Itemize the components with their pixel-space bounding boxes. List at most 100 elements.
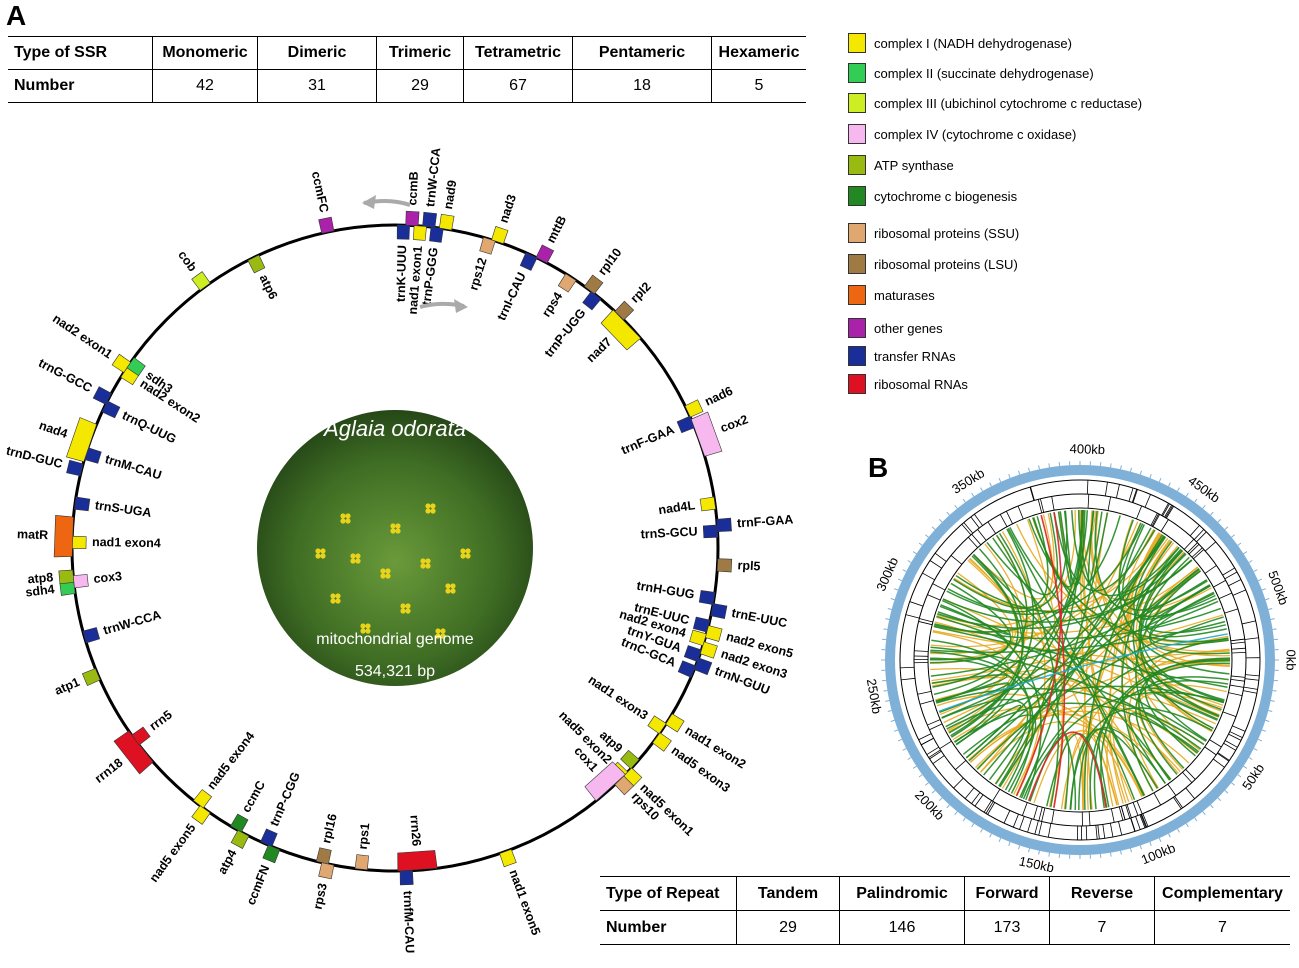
circos-feature-tick [1182, 772, 1193, 783]
circos-feature-tick [1086, 480, 1089, 495]
gene-block [399, 870, 414, 886]
circos-feature-tick [1118, 806, 1124, 821]
circos-feature-tick [1095, 825, 1098, 840]
gene-block [315, 847, 332, 865]
repeat-link [930, 657, 1034, 794]
circos-feature-tick [1228, 733, 1242, 741]
repeat-link [1009, 527, 1220, 718]
circos-tick [1270, 700, 1275, 702]
flower-dot [345, 513, 351, 519]
circos-feature-tick [1189, 525, 1200, 537]
repeat-link [955, 549, 1183, 613]
circos-tick [883, 628, 888, 630]
flower-dot [465, 548, 471, 554]
ssr-number-header: Number [14, 77, 75, 94]
gene-label: ccmB [405, 171, 421, 206]
circos-feature-tick [932, 583, 946, 591]
circos-feature-tick [1209, 739, 1222, 748]
circos-feature-tick [1191, 547, 1203, 558]
flower-dot [335, 593, 341, 599]
gene-block [499, 848, 517, 868]
circos-tick [1202, 505, 1206, 509]
circos-feature-tick [1244, 678, 1259, 681]
circos-feature-tick [1097, 824, 1100, 840]
gene-block [72, 574, 89, 589]
repeat-link [933, 555, 1019, 696]
flower-dot [315, 548, 321, 554]
repeat-link [1135, 676, 1229, 781]
circos-feature-tick [1152, 514, 1160, 527]
gene-block [614, 300, 635, 321]
circos-tick [980, 487, 983, 492]
gene-label: nad1 exon5 [506, 868, 543, 937]
gene-label: nad7 [584, 335, 615, 365]
circos-tick [1243, 765, 1248, 769]
gene-block [413, 225, 427, 241]
circos-feature-tick [1188, 544, 1200, 555]
repeat-link [1133, 536, 1226, 634]
circos-tick [938, 797, 943, 802]
circos-feature-tick [1228, 692, 1243, 697]
circos-feature-tick [901, 677, 916, 681]
circos-tick [1237, 542, 1242, 546]
legend-label: complex II (succinate dehydrogenase) [874, 65, 1094, 81]
circos-tick [954, 505, 958, 509]
circos-tick [1177, 487, 1180, 492]
circos-tick [890, 719, 895, 722]
gene-block [677, 660, 697, 678]
repeat-link [962, 714, 1037, 793]
circos-tick [1177, 828, 1180, 833]
circos-feature-tick [1136, 800, 1143, 815]
circos-feature-tick [1017, 505, 1024, 520]
circos-tick [1202, 811, 1206, 815]
circos-feature-tick [1003, 810, 1011, 824]
circos-tick [1018, 845, 1021, 850]
gene-block [397, 850, 438, 872]
circos-feature-tick [1030, 486, 1035, 501]
gene-label: mttB [544, 214, 569, 246]
circos-tick [1139, 845, 1142, 850]
gene-block [704, 625, 723, 642]
ssr-type-cell: Tetrametric [463, 36, 573, 70]
ssr-type-cell: Pentameric [572, 36, 712, 70]
circos-feature-tick [1128, 487, 1134, 502]
flower-dot [320, 553, 326, 559]
circos-feature-tick [1228, 579, 1242, 587]
gene-block [247, 254, 266, 274]
repeat-link [936, 693, 1146, 796]
circos-feature-tick [1243, 686, 1258, 690]
gene-label: rps1 [356, 822, 373, 850]
circos-feature-tick [963, 522, 974, 534]
gene-label: atp8 [27, 570, 54, 586]
gene-label: trnQ-UUG [120, 408, 179, 446]
circos-feature-tick [1110, 808, 1115, 823]
repeat-type-cell: Complementary [1154, 876, 1290, 911]
circos-feature-tick [999, 514, 1008, 527]
circos-feature-tick [987, 521, 997, 534]
circos-tick [887, 709, 892, 712]
gene-block [583, 274, 604, 295]
flower-dot [450, 588, 456, 594]
gene-label: cox3 [93, 569, 123, 586]
circos-feature-tick [1243, 690, 1257, 694]
circos-feature-tick [1102, 824, 1106, 839]
gene-block [405, 210, 420, 227]
repeat-count-cell: 146 [839, 910, 965, 945]
circos-tick [989, 482, 992, 487]
circos-feature-tick [1141, 814, 1148, 828]
legend-label: ATP synthase [874, 157, 954, 173]
repeat-link [1145, 567, 1227, 638]
gene-block [716, 558, 733, 573]
repeat-link [937, 605, 1010, 636]
circos-feature-tick [1185, 769, 1196, 780]
flower-dot [400, 603, 406, 609]
gene-block [600, 309, 642, 351]
legend-item: ribosomal proteins (LSU) [848, 254, 1018, 274]
circos-feature-tick [992, 788, 1001, 802]
circos-feature-tick [929, 560, 942, 569]
flower-dot [425, 508, 431, 514]
ssr-count-cell: 31 [257, 69, 377, 103]
gene-block [126, 357, 146, 377]
repeat-link [1108, 540, 1172, 804]
circos-feature-tick [1033, 805, 1038, 820]
